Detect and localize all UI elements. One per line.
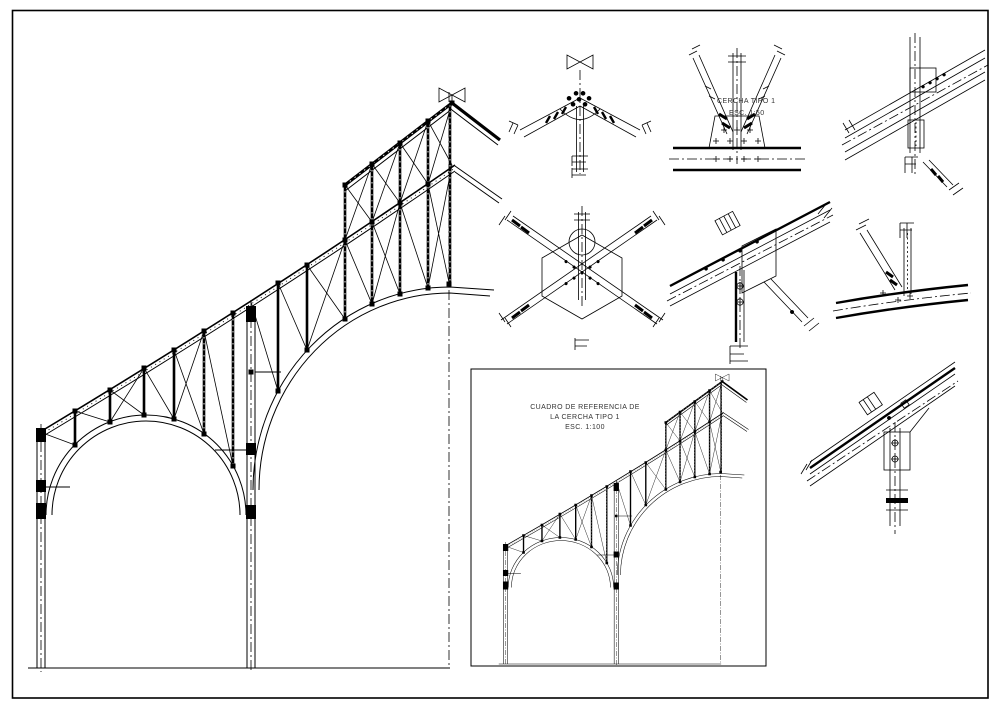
sheet-frame [11, 9, 989, 699]
detail-apex-node [508, 54, 652, 178]
detail3-stub-diagonal [922, 159, 964, 196]
detail6-diagonal-member [859, 229, 903, 291]
member-stitch-dots [203, 102, 453, 466]
reference-title-line3: ESC. 1:100 [565, 424, 605, 431]
column-right [215, 308, 281, 668]
detail-base-node [800, 361, 959, 534]
detail4-weld-hatch [511, 218, 653, 320]
detail2-bolts [713, 127, 761, 162]
detail1-chords [519, 97, 641, 138]
main-truss-view [28, 87, 503, 672]
vertical-members [73, 105, 452, 466]
detail1-cut-marks [508, 120, 652, 135]
detail6-bolts [880, 290, 913, 303]
detail1-splice-marks [571, 155, 588, 178]
detail3-stub-weld [929, 168, 945, 183]
detail5-chord-parallels [669, 209, 831, 307]
reference-title-line2: LA CERCHA TIPO 1 [550, 414, 620, 421]
detail5-chord-top [669, 200, 831, 288]
detail4-cut-marks [498, 210, 666, 328]
detail7-splice-marks [886, 489, 908, 511]
detail7-chord-top [809, 367, 956, 469]
detail4-bolt-dots [564, 260, 600, 286]
detail7-diamond-bolt [900, 399, 910, 409]
detail-bottom-node [832, 218, 972, 320]
apex-bowtie-icon [438, 87, 466, 104]
detail7-gusset-edge [909, 407, 930, 433]
reference-mini-truss [497, 373, 750, 667]
detail5-chord-end-marks [817, 203, 833, 219]
detail5-splice-marks [729, 345, 748, 364]
detail6-bottom-chord [835, 283, 969, 320]
detail6-diagonal-end-marks [855, 218, 870, 231]
reference-box-frame [470, 368, 767, 667]
detail2-vertical-member [728, 53, 746, 150]
detail5-bolts [736, 282, 744, 306]
detail5-bolt-dots [704, 240, 795, 314]
detail4-gusset-hexagon [541, 234, 623, 320]
detail2-label-line1: CERCHA TIPO 1 [717, 98, 775, 105]
detail7-chord-upper-thin [809, 361, 956, 463]
detail5-purlin-clip [714, 210, 741, 236]
detail3-diagonal-chord [844, 49, 986, 161]
detail6-vertical-member [903, 228, 912, 296]
detail2-bottom-chord [673, 146, 801, 172]
detail5-gusset-plate [741, 228, 777, 294]
detail7-chord-parallels [809, 373, 956, 487]
detail5-stub-diagonal [763, 278, 820, 332]
detail6-weld-blobs [885, 270, 898, 287]
detail2-diagonals [692, 54, 782, 135]
detail1-weld-hatch [544, 106, 616, 124]
upper-chord-parallel [344, 108, 503, 204]
detail7-chord-centerline [806, 380, 959, 482]
detail3-diagonal-centerline [841, 64, 989, 146]
detail5-chord-centerline [666, 214, 834, 302]
detail1-gusset-arc [559, 108, 601, 120]
column-left [36, 430, 70, 668]
detail4-pipe-circle [568, 228, 596, 256]
detail7-chord-end-marks [800, 459, 813, 475]
reference-box: CUADRO DE REFERENCIA DE LA CERCHA TIPO 1… [470, 368, 767, 667]
detail3-cut-marks [842, 119, 856, 134]
node-markers [36, 100, 455, 519]
detail4-splice-marks [574, 338, 589, 350]
detail7-gusset-plate [883, 431, 911, 471]
detail1-bowtie-icon [566, 54, 594, 70]
detail-x-node [498, 206, 666, 350]
detail2-cut-marks [688, 44, 786, 100]
reference-title-line1: CUADRO DE REFERENCIA DE [530, 404, 640, 411]
lattice-diagonals [39, 102, 453, 467]
detail2-weld-blobs [718, 112, 756, 130]
detail2-label-line2: ESC. 1:50 [729, 110, 765, 117]
detail7-bolt-dot [887, 416, 892, 420]
detail3-bolt-dots [921, 73, 946, 89]
detail3-splice-marks [904, 156, 918, 173]
detail7-bolts [891, 439, 899, 463]
detail1-vertical-member [576, 106, 584, 172]
detail6-vertical-end-marks [899, 222, 914, 238]
detail-heel-node: CERCHA TIPO 1 ESC. 1:50 [669, 44, 805, 172]
detail7-purlin-clip [858, 391, 883, 416]
arch-large [252, 286, 495, 491]
detail-ridge-vertical [841, 33, 989, 196]
detail4-vertical-member [574, 212, 590, 300]
detail6-chord-centerline [832, 292, 972, 312]
detail3-gusset-lower [907, 119, 925, 149]
detail7-splice-plate [886, 498, 908, 503]
detail-chord-node [666, 200, 834, 364]
